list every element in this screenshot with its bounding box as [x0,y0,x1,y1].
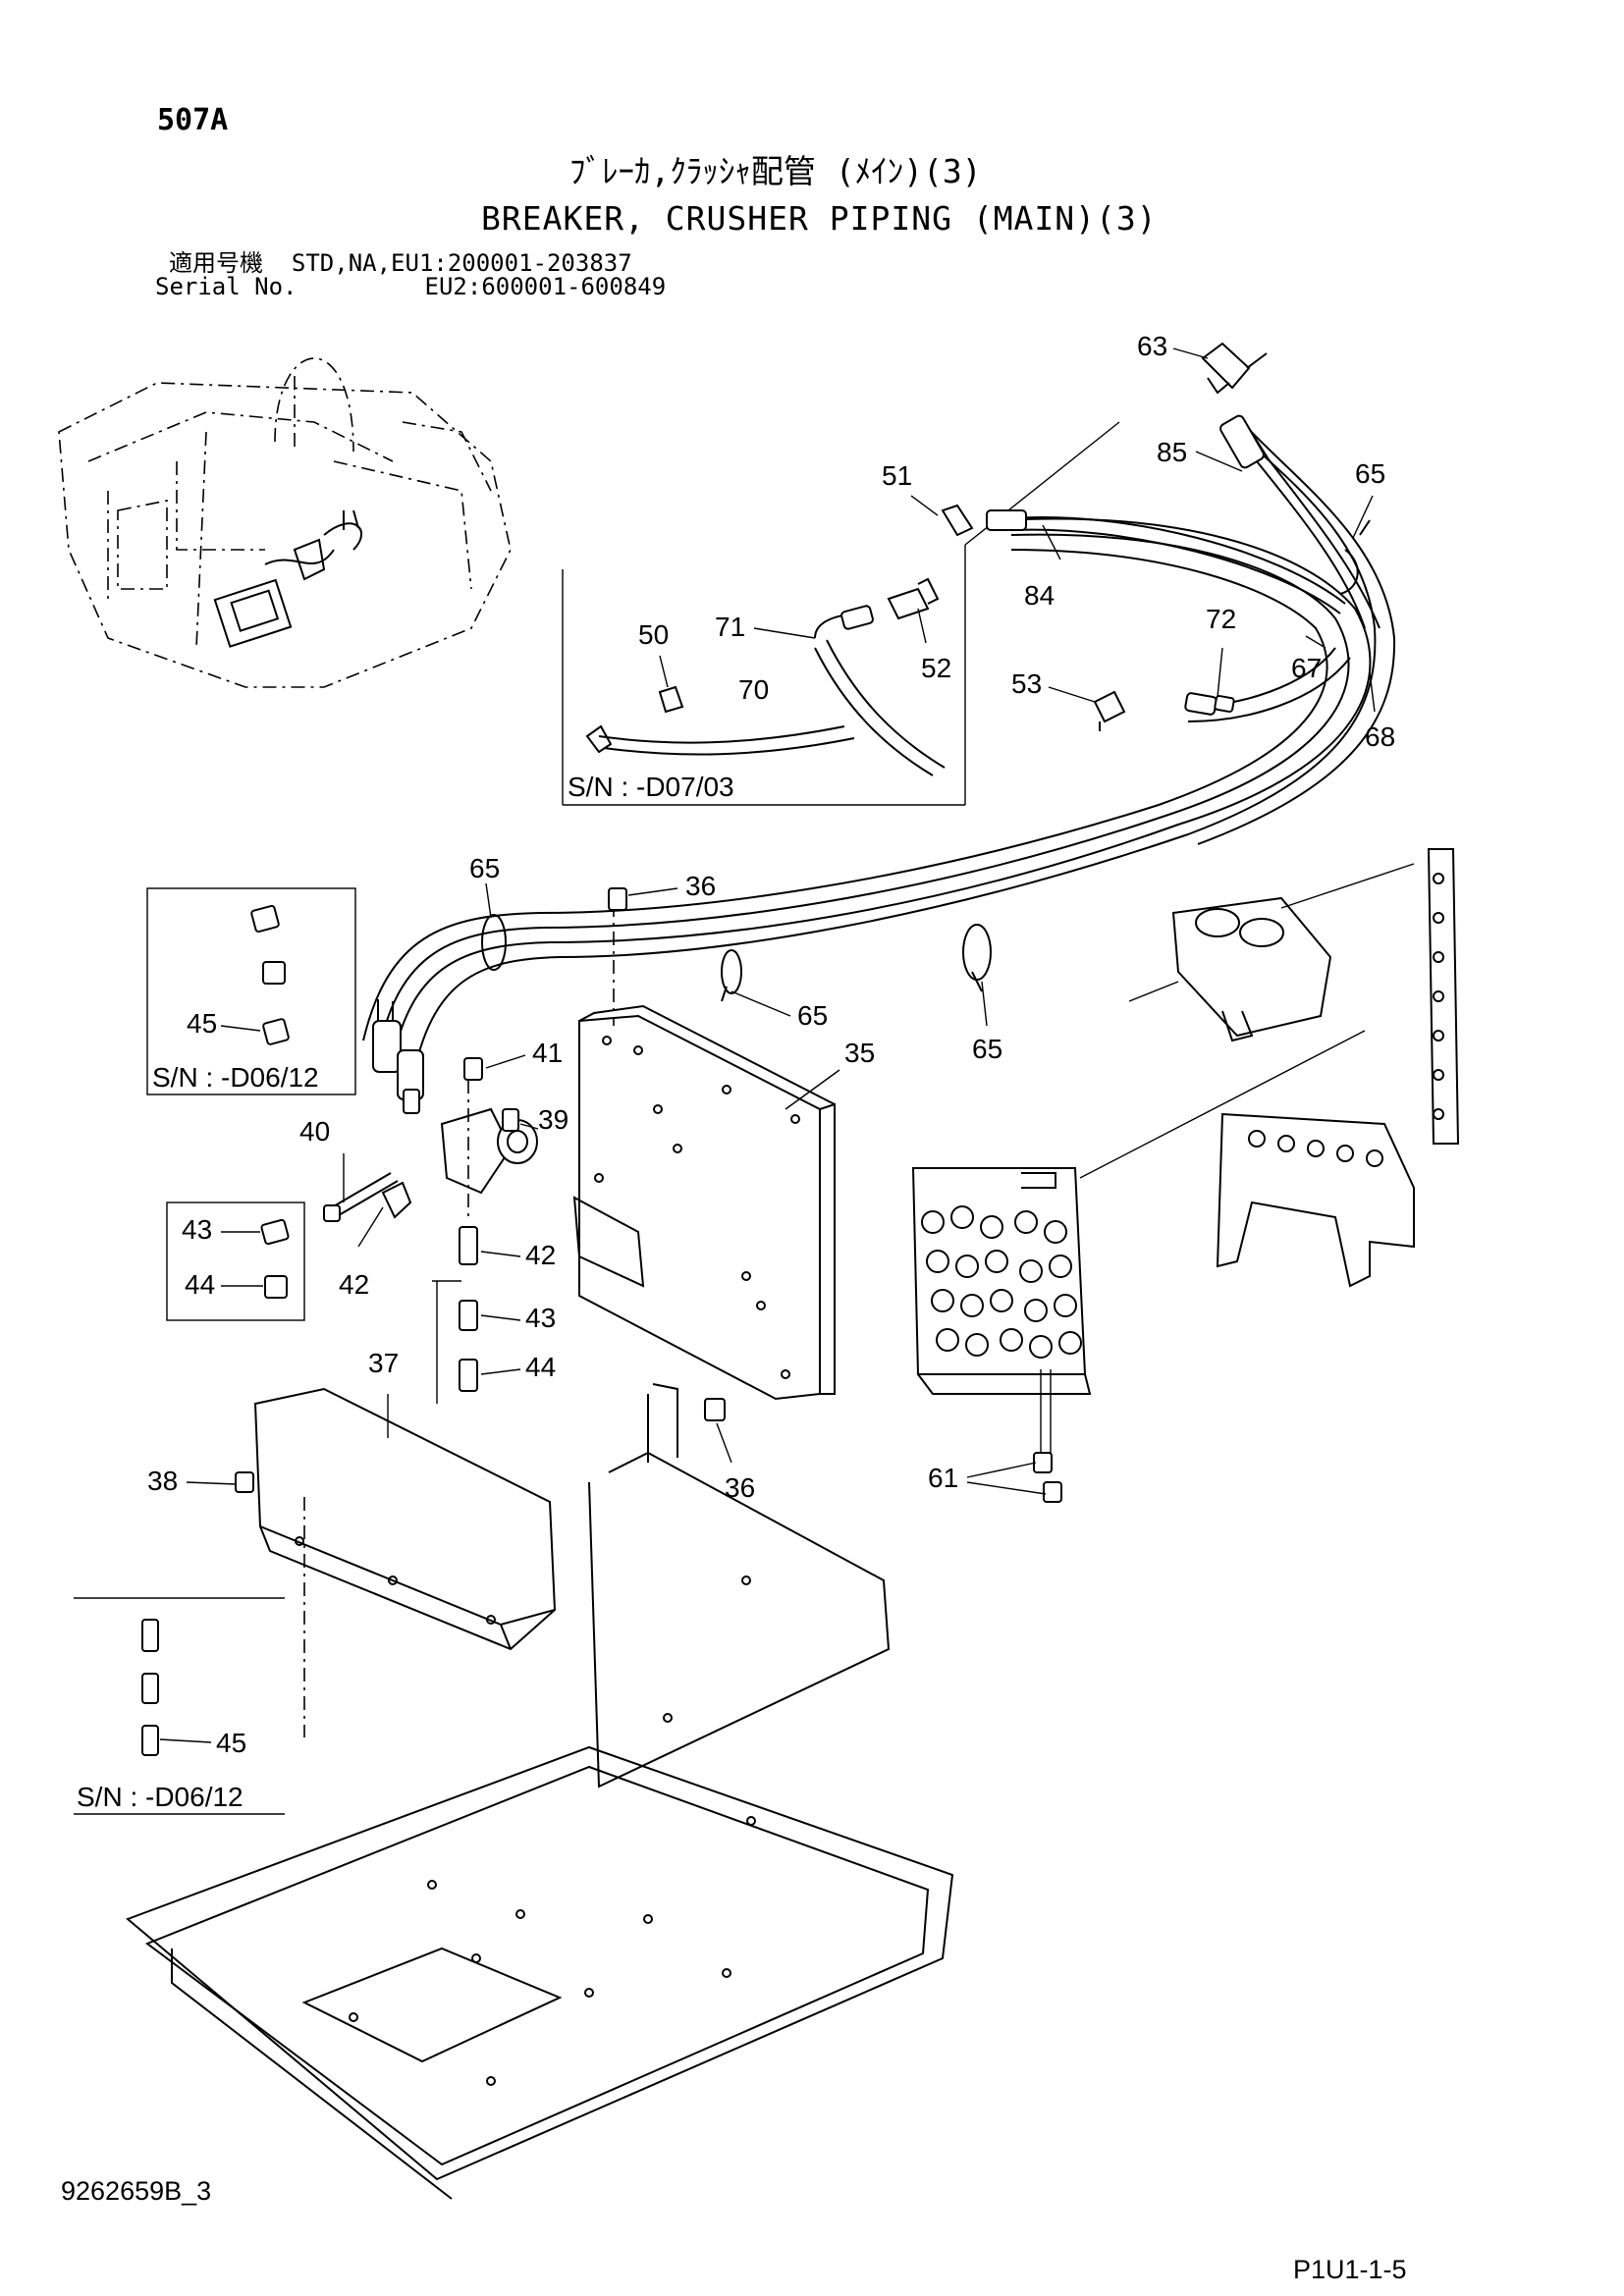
main-hose-bundle [362,421,1396,1114]
control-valve-block [911,1030,1366,1503]
callout-38: 38 [147,1466,178,1496]
callout-44: 44 [185,1269,215,1300]
callout-45: 45 [187,1008,217,1039]
page-code: 507A [157,103,229,137]
callout-53: 53 [1011,668,1042,699]
page-reference: P1U1-1-5 [1293,2255,1407,2284]
cover-37 [235,1387,557,1737]
callout-72: 72 [1206,604,1236,634]
sn-box-d0612-a [146,887,356,1095]
callout-50: 50 [638,619,669,650]
callout-41: 41 [532,1038,563,1068]
callout-84: 84 [1024,580,1055,611]
floor-frame [126,1383,954,2200]
callout-85: 85 [1157,437,1187,467]
callout-71: 71 [715,612,745,642]
callout-67: 67 [1291,653,1322,683]
hoses-84-85 [941,342,1380,629]
callout-44: 44 [525,1352,556,1382]
callout-42: 42 [339,1269,369,1300]
callout-61: 61 [928,1463,958,1493]
callout-63: 63 [1137,331,1167,361]
title-english: BREAKER, CRUSHER PIPING (MAIN)(3) [481,199,1158,238]
sn-group-d0612-c [74,1597,285,1815]
callout-39: 39 [538,1104,568,1135]
valve-and-fittings [323,1057,538,1404]
plate-35 [572,887,836,1421]
callout-70: 70 [738,674,769,705]
callout-68: 68 [1365,721,1395,752]
inset-box-d0703 [562,421,1120,806]
callout-65: 65 [972,1034,1002,1064]
serial-range-line-1: 適用号機 STD,NA,EU1:200001-203837 [169,249,632,277]
callout-labels: 63 85 65 51 84 71 50 70 52 72 67 53 68 6… [147,331,1395,1758]
callout-36: 36 [725,1472,755,1503]
leader-lines [159,347,1376,1743]
callout-42: 42 [525,1240,556,1270]
serial-range-line-2: Serial No. EU2:600001-600849 [155,273,667,300]
callout-43: 43 [525,1303,556,1333]
callout-51: 51 [882,460,912,491]
sn-note-d0612-b: S/N : -D06/12 [77,1782,244,1812]
callout-65: 65 [797,1000,828,1031]
callout-40: 40 [299,1116,330,1147]
right-side-components [1128,848,1460,1288]
callout-36: 36 [685,871,716,901]
sn-note-d0612-a: S/N : -D06/12 [152,1062,319,1093]
title-japanese: ﾌﾞﾚｰｶ,ｸﾗｯｼｬ配管 (ﾒｲﾝ)(3) [569,152,982,190]
sn-note-d0703: S/N : -D07/03 [568,772,734,802]
sn-box-d0612-b [166,1201,305,1321]
callout-45: 45 [216,1728,246,1758]
callout-43: 43 [182,1214,212,1245]
callout-37: 37 [368,1348,399,1378]
inset-parts [585,577,1126,776]
callout-65: 65 [469,853,500,883]
callout-35: 35 [844,1038,875,1068]
callout-52: 52 [921,653,951,683]
excavator-overview-sketch [58,357,512,688]
document-id: 9262659B_3 [61,2176,212,2206]
callout-65: 65 [1355,458,1385,489]
